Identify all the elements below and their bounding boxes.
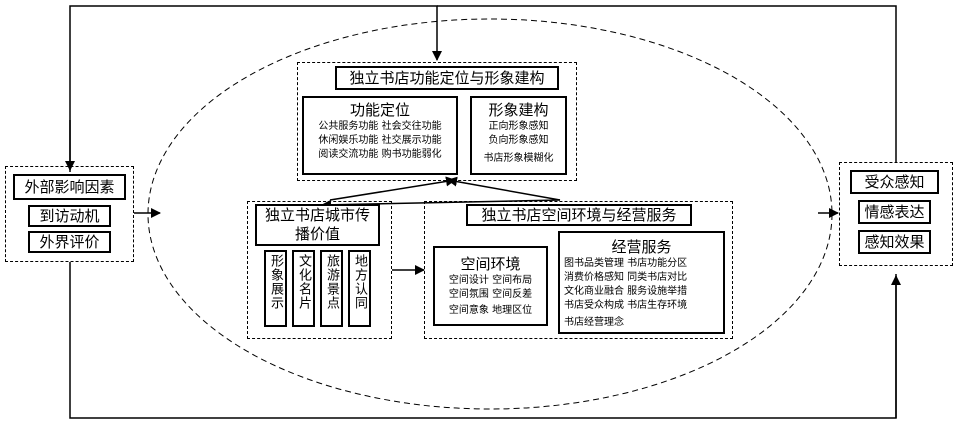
function-line-2: 休闲娱乐功能 社交展示功能 (318, 135, 442, 146)
city-value-group (247, 201, 392, 339)
top-group (297, 62, 577, 181)
space-env-title: 空间环境 (460, 255, 521, 273)
arrow-space-to-top (447, 176, 561, 201)
city-item-4: 地方认同 (348, 250, 371, 327)
image-construction-title: 形象建构 (488, 101, 549, 119)
top-loop-line (69, 5, 442, 172)
space-line-1: 空间设计 空间布局 (448, 275, 533, 286)
service-line-1: 图书品类管理 书店功能分区 (564, 258, 688, 269)
function-positioning-title: 功能定位 (349, 101, 410, 119)
service-line-3: 文化商业融合 服务设施举措 (564, 286, 688, 297)
service-line-5: 书店经营理念 (564, 317, 624, 328)
image-construction-box: 形象建构 正向形象感知 负向形象感知 书店形象模糊化 (470, 96, 567, 175)
audience-title-box: 受众感知 (850, 170, 939, 194)
external-group (5, 166, 134, 262)
service-title: 经营服务 (611, 238, 672, 256)
audience-title: 受众感知 (864, 173, 925, 191)
city-item-1: 形象展示 (264, 250, 287, 327)
service-line-4: 书店受众构成 书店生存环境 (564, 300, 688, 311)
space-line-3: 空间意象 地理区位 (448, 305, 533, 316)
audience-group (839, 162, 953, 266)
image-line-1: 正向形象感知 (488, 121, 549, 132)
service-line-2: 消费价格感知 同类书店对比 (564, 272, 688, 283)
external-item-1: 到访动机 (28, 205, 111, 227)
external-title-box: 外部影响因素 (13, 174, 126, 200)
audience-item-2: 感知效果 (858, 230, 931, 254)
image-line-3: 书店形象模糊化 (483, 153, 554, 164)
top-title: 独立书店功能定位与形象建构 (349, 69, 545, 87)
external-item-2: 外界评价 (28, 231, 111, 253)
city-value-title: 独立书店城市传播价值 (264, 206, 370, 243)
function-line-3: 阅读交流功能 购书功能弱化 (318, 149, 442, 160)
city-value-title-box: 独立书店城市传播价值 (255, 204, 380, 246)
service-box: 经营服务 图书品类管理 书店功能分区 消费价格感知 同类书店对比 文化商业融合 … (558, 231, 725, 334)
audience-item-1: 情感表达 (858, 200, 931, 224)
space-env-box: 空间环境 空间设计 空间布局 空间氛围 空间反差 空间意象 地理区位 (433, 246, 548, 326)
city-item-3: 旅游景点 (320, 250, 343, 327)
top-loop-right (437, 5, 897, 162)
image-line-2: 负向形象感知 (488, 135, 549, 146)
space-service-group (424, 201, 733, 339)
top-title-box: 独立书店功能定位与形象建构 (335, 66, 559, 90)
arrow-city-to-top (329, 176, 456, 201)
space-line-2: 空间氛围 空间反差 (448, 289, 533, 300)
external-title: 外部影响因素 (24, 178, 115, 196)
function-line-1: 公共服务功能 社会交往功能 (318, 121, 442, 132)
city-item-2: 文化名片 (292, 250, 315, 327)
space-service-title: 独立书店空间环境与经营服务 (481, 206, 677, 224)
space-service-title-box: 独立书店空间环境与经营服务 (466, 204, 692, 226)
function-positioning-box: 功能定位 公共服务功能 社会交往功能 休闲娱乐功能 社交展示功能 阅读交流功能 … (302, 96, 458, 175)
